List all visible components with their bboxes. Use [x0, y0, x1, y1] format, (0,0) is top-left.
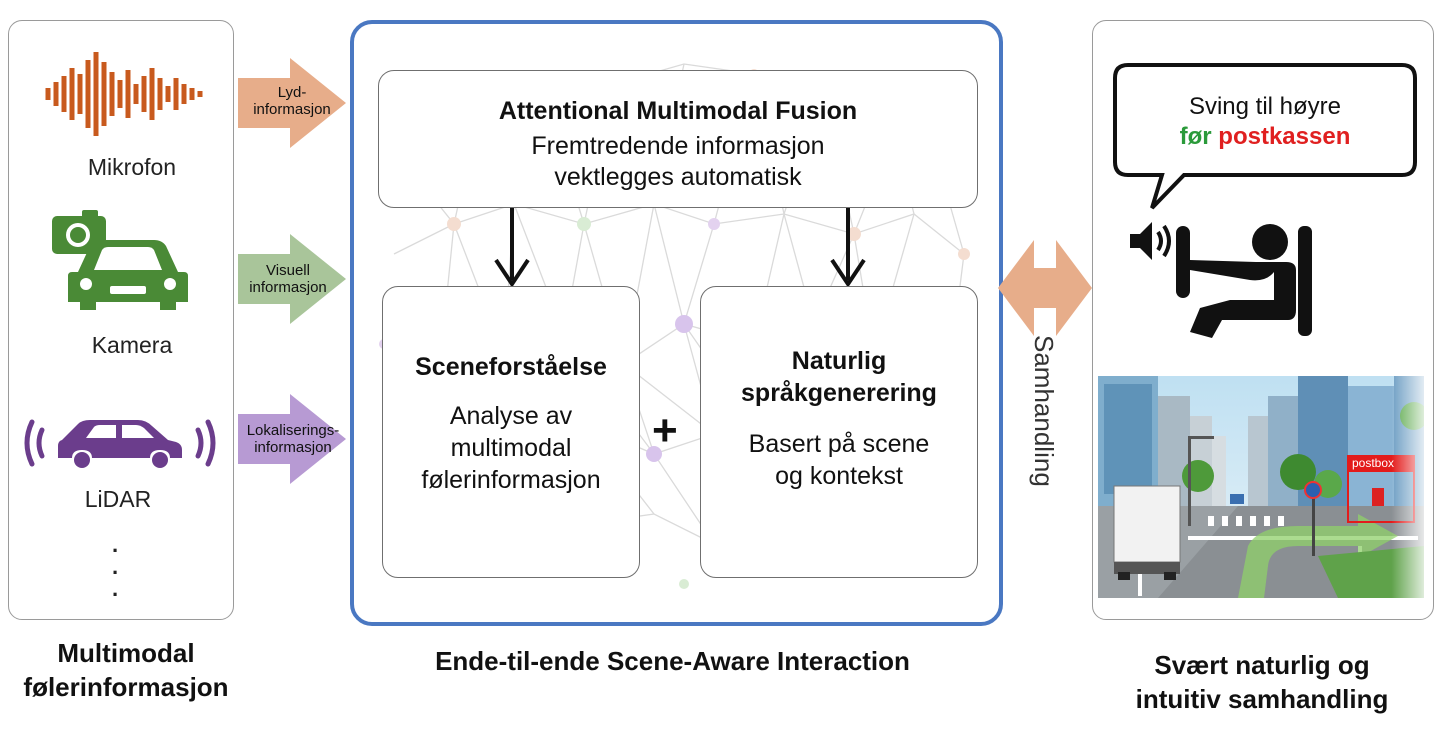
interaction-bidirectional-arrow — [998, 240, 1092, 336]
nlg-line-1: Basert på scene — [748, 430, 930, 458]
scene-understanding-box: Sceneforståelse Analyse av multimodal fø… — [382, 286, 640, 578]
center-caption: Ende-til-ende Scene-Aware Interaction — [435, 646, 910, 676]
more-sensors-ellipsis: · · · — [112, 538, 120, 607]
sensor-panel — [8, 20, 234, 620]
natural-language-generation-box: Naturlig språkgenerering Basert på scene… — [700, 286, 978, 578]
microphone-waveform-icon — [45, 52, 203, 136]
location-arrow-shape — [238, 394, 346, 484]
speech-word-before: før — [1179, 123, 1212, 150]
speech-line-1: Sving til høyre — [1188, 93, 1342, 120]
location-arrow-label: Lokaliserings- informasjon — [246, 422, 340, 456]
camera-car-icon — [52, 210, 188, 310]
scene-title: Sceneforståelse — [415, 353, 607, 381]
end-to-end-frame: Attentional Multimodal Fusion Fremtreden… — [350, 20, 1003, 626]
scene-line-3: følerinformasjon — [421, 466, 601, 494]
speech-bubble-text: Sving til høyre før postkassen — [1118, 92, 1412, 152]
visual-arrow-shape — [238, 234, 346, 324]
speaker-icon — [1130, 222, 1171, 260]
street-scene-image — [1098, 376, 1424, 598]
lidar-label: LiDAR — [84, 486, 152, 512]
speech-word-postbox: postkassen — [1218, 123, 1351, 150]
fusion-to-nlg-arrow — [830, 208, 866, 288]
fusion-to-scene-arrow — [494, 208, 530, 288]
fusion-title: Attentional Multimodal Fusion — [498, 97, 858, 125]
speech-line-2: før postkassen — [1118, 122, 1412, 152]
lidar-car-icon — [24, 419, 216, 468]
nlg-line-2: og kontekst — [775, 462, 903, 490]
nlg-title-line-1: Naturlig — [791, 347, 887, 375]
nlg-title-line-2: språkgenerering — [741, 379, 937, 407]
visual-arrow-label: Visuell informasjon — [249, 262, 327, 296]
audio-arrow-label: Lyd- informasjon — [253, 84, 331, 118]
driver-icon — [1176, 224, 1312, 338]
right-caption: Svært naturlig og intuitiv samhandling — [1135, 650, 1389, 714]
speech-bubble — [1113, 63, 1417, 210]
attentional-fusion-box: Attentional Multimodal Fusion Fremtreden… — [378, 70, 978, 208]
postbox-detection-label: postbox — [1352, 456, 1395, 470]
plus-sign: + — [652, 406, 678, 455]
scene-line-1: Analyse av — [449, 402, 573, 430]
audio-arrow-shape — [238, 58, 346, 148]
microphone-label: Mikrofon — [87, 154, 177, 180]
camera-label: Kamera — [91, 332, 173, 358]
scene-line-2: multimodal — [450, 434, 572, 462]
left-caption: Multimodal følerinformasjon — [23, 638, 229, 702]
interaction-label: Samhandling — [1029, 335, 1059, 487]
fusion-line-2: vektlegges automatisk — [554, 163, 802, 191]
fusion-line-1: Fremtredende informasjon — [531, 132, 825, 160]
